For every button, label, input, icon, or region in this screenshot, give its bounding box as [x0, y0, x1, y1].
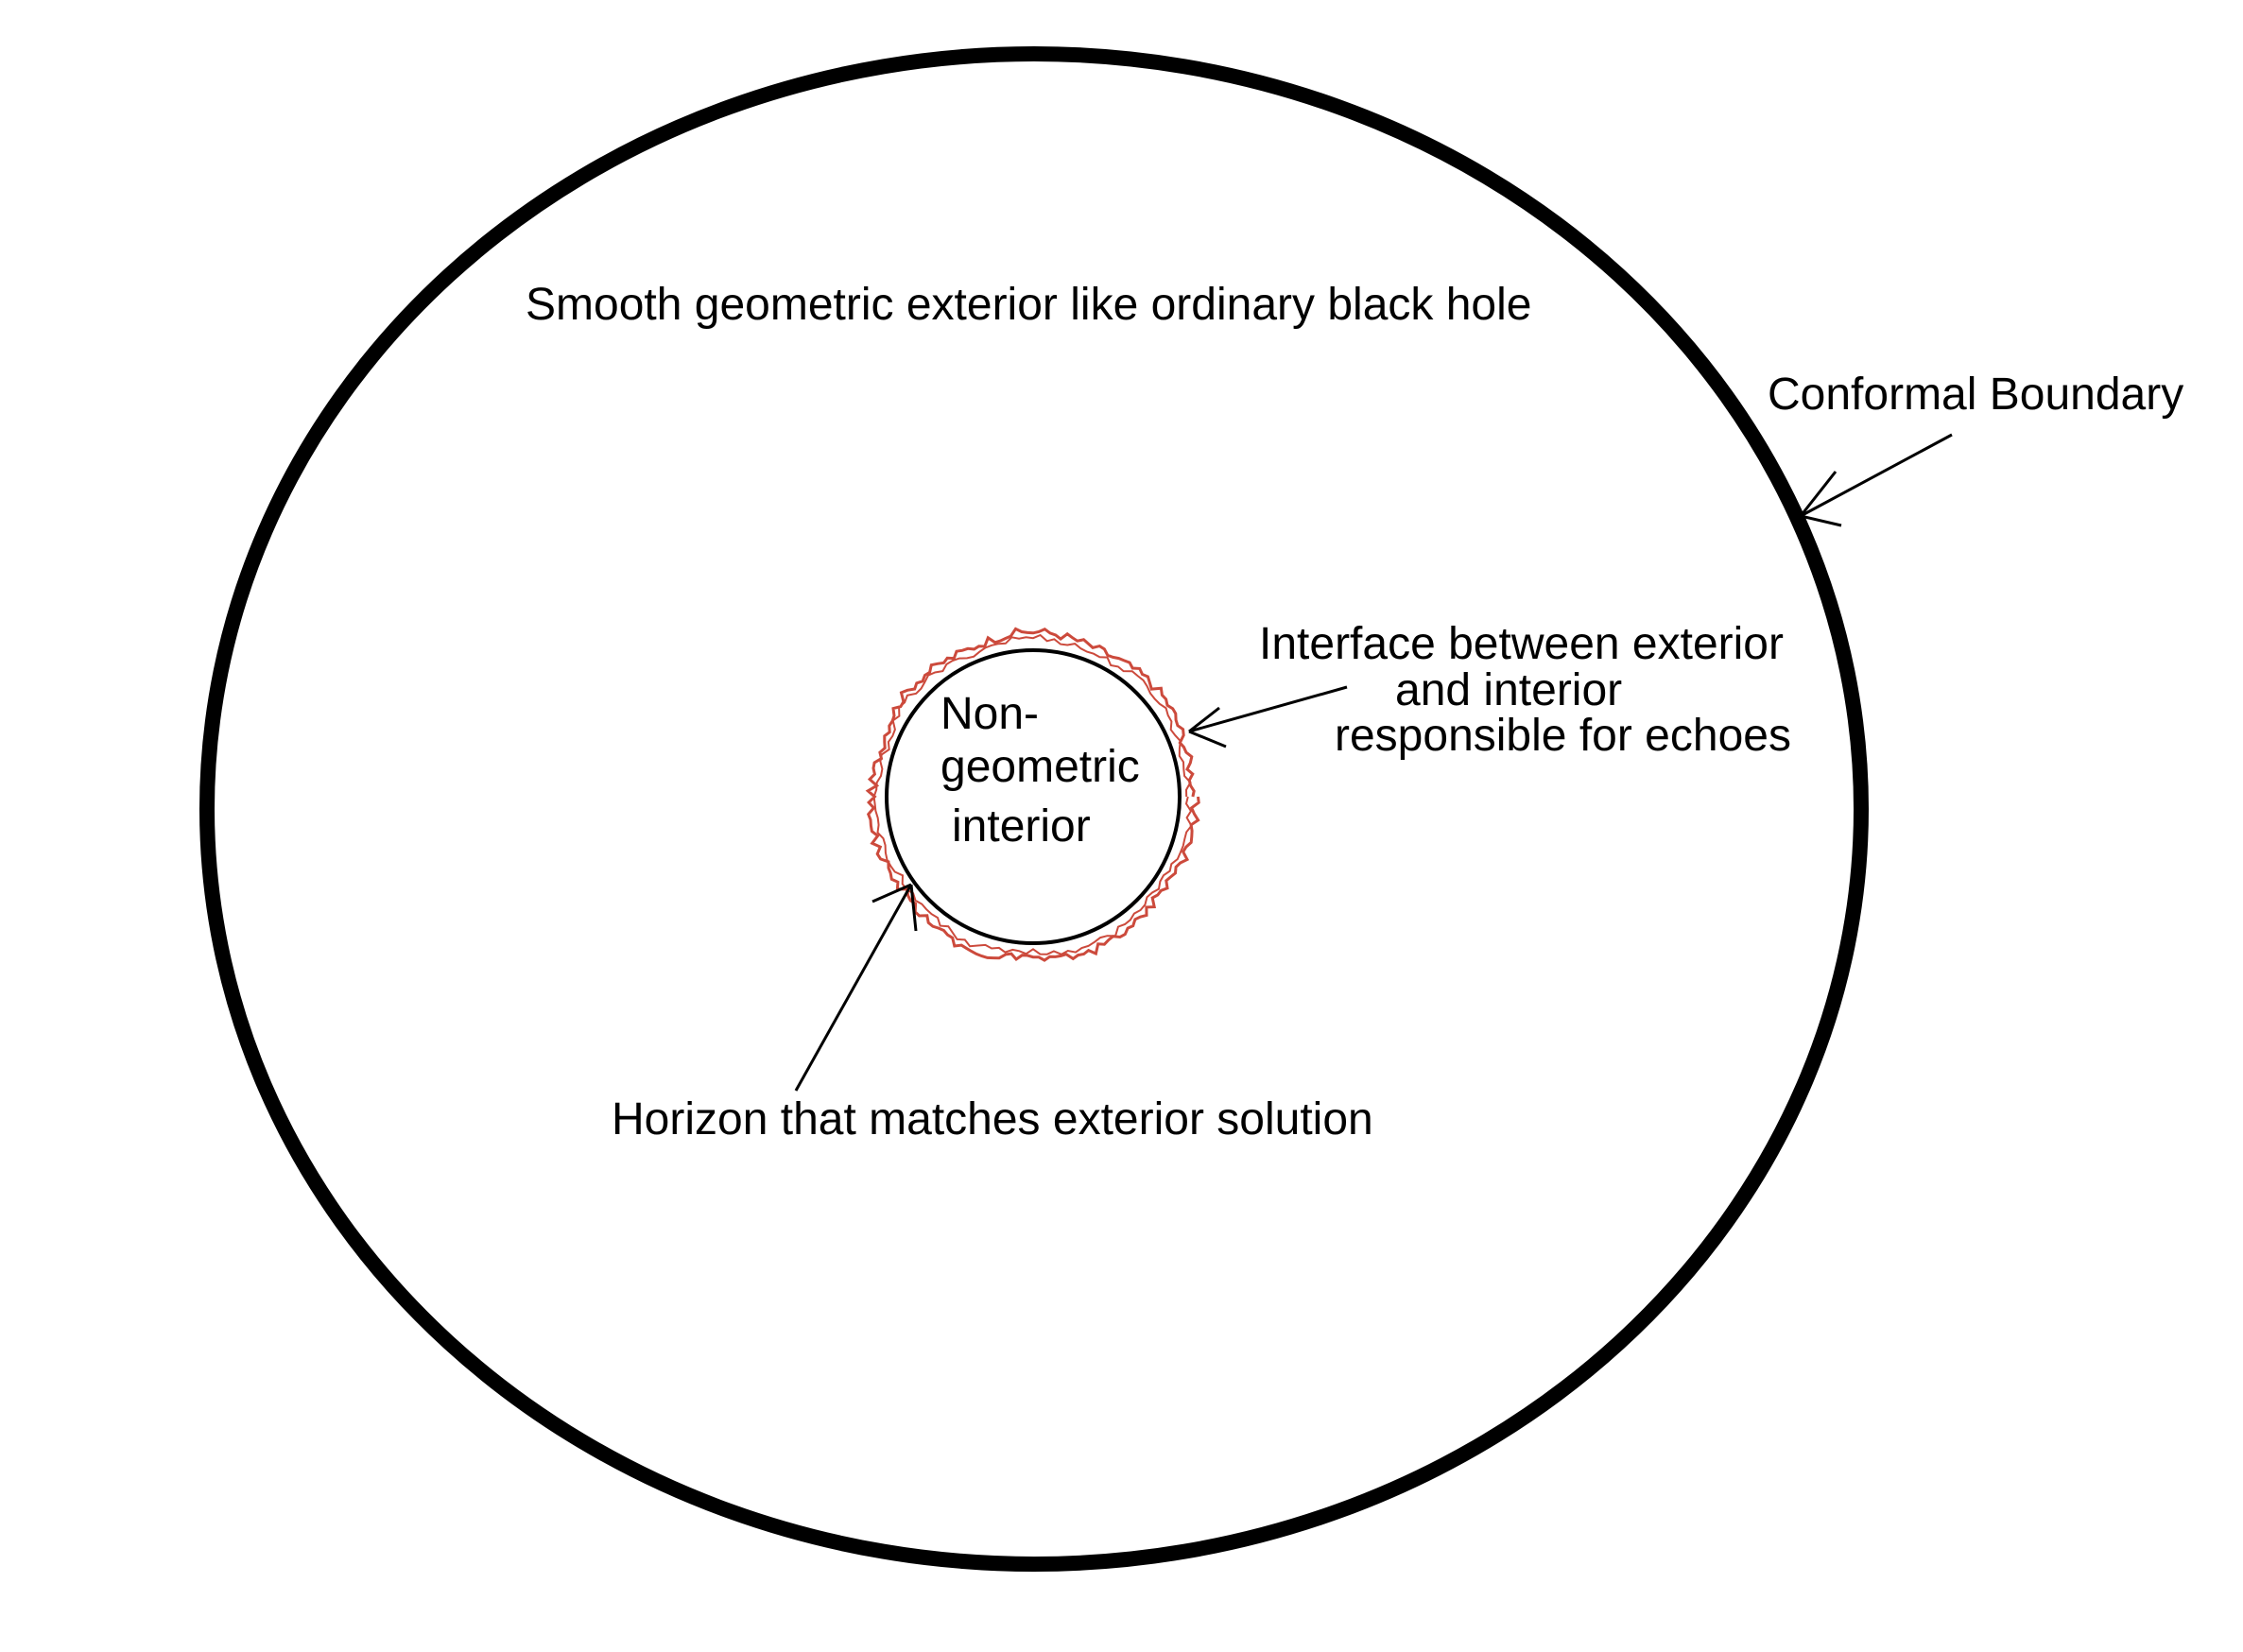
interface-label-line3: responsible for echoes	[1335, 711, 1791, 761]
boundary-arrow	[1799, 433, 1953, 527]
horizon-arrow	[794, 883, 918, 1092]
exterior-label: Smooth geometric exterior like ordinary …	[526, 280, 1531, 330]
conformal-boundary	[199, 46, 1869, 1572]
interior-label-line1: Non-	[940, 689, 1039, 739]
interior-label-line2: geometric	[940, 742, 1140, 792]
interior-label-line3: interior	[952, 801, 1091, 852]
horizon-label: Horizon that matches exterior solution	[612, 1094, 1373, 1144]
horizon-circle	[885, 648, 1182, 945]
boundary-label: Conformal Boundary	[1768, 370, 2183, 420]
interface-outline-secondary	[872, 633, 1193, 955]
interface-outline	[865, 627, 1200, 962]
interface-label-line2: and interior	[1395, 665, 1622, 715]
interface-label-line1: Interface between exterior	[1259, 619, 1784, 669]
interface-arrow	[1188, 685, 1348, 749]
